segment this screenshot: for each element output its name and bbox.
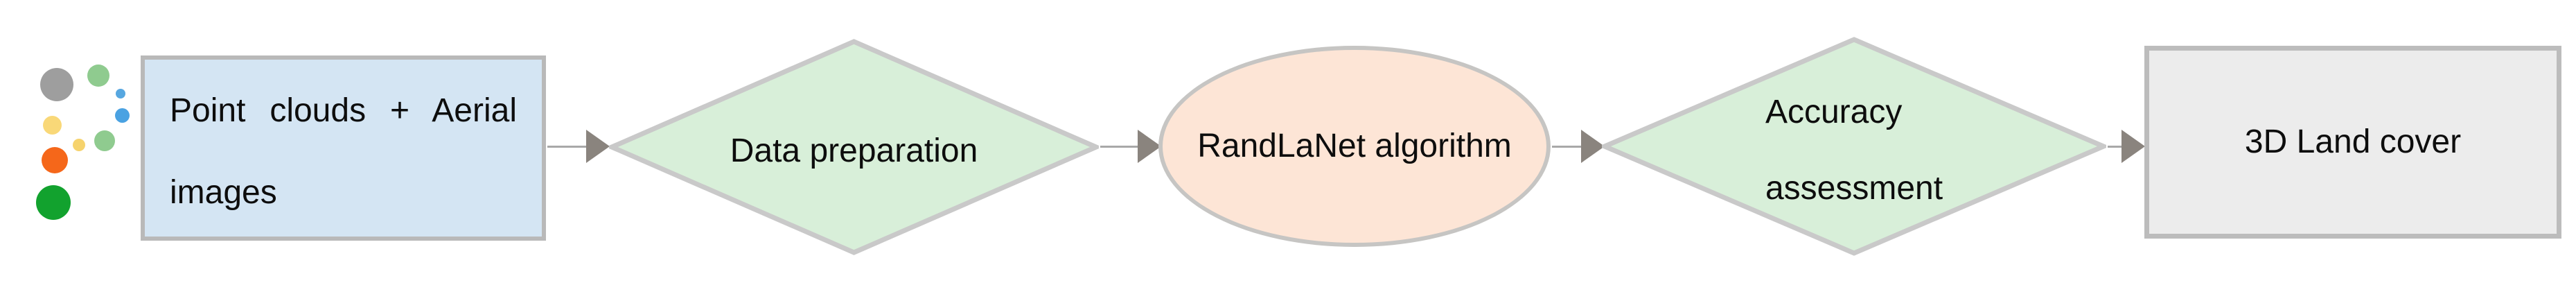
- point-cloud-dot: [43, 116, 62, 135]
- diamond-shape: [609, 39, 1099, 255]
- point-cloud-dot: [36, 185, 71, 220]
- node-randlanet-ellipse: RandLaNet algorithm: [1158, 46, 1551, 247]
- arrow-head-icon: [1138, 130, 1161, 163]
- node-accuracy-label-line2: assessment: [1765, 170, 1943, 207]
- node-output-label: 3D Land cover: [2244, 123, 2462, 160]
- node-data-preparation-diamond: Data preparation: [609, 39, 1099, 255]
- point-cloud-dot: [115, 108, 130, 123]
- point-cloud-dot: [40, 68, 73, 101]
- node-input-label-line1: Point clouds + Aerial: [170, 92, 517, 129]
- arrow-head-icon: [2121, 130, 2145, 163]
- node-data-preparation-label: Data preparation: [730, 132, 978, 169]
- node-accuracy-label-line1: Accuracy: [1765, 94, 1903, 130]
- arrow-line: [547, 146, 588, 148]
- arrow-head-icon: [1581, 130, 1605, 163]
- point-cloud-dot: [73, 139, 85, 151]
- node-output-box: 3D Land cover: [2144, 46, 2561, 239]
- node-randlanet-label: RandLaNet algorithm: [1197, 128, 1512, 164]
- node-accuracy-diamond: Accuracy assessment: [1602, 37, 2106, 256]
- arrow-head-icon: [586, 130, 610, 163]
- point-cloud-dot: [94, 130, 115, 151]
- arrow-line: [1552, 146, 1585, 148]
- point-cloud-dot: [116, 89, 125, 98]
- node-input-label-line2: images: [170, 173, 277, 211]
- diamond-shape: [1602, 37, 2106, 256]
- node-input-box: Point clouds + Aerial images: [141, 55, 546, 241]
- point-cloud-dot: [87, 65, 109, 87]
- arrow-line: [2108, 146, 2126, 148]
- point-cloud-dot: [42, 147, 68, 173]
- arrow-line: [1100, 146, 1140, 148]
